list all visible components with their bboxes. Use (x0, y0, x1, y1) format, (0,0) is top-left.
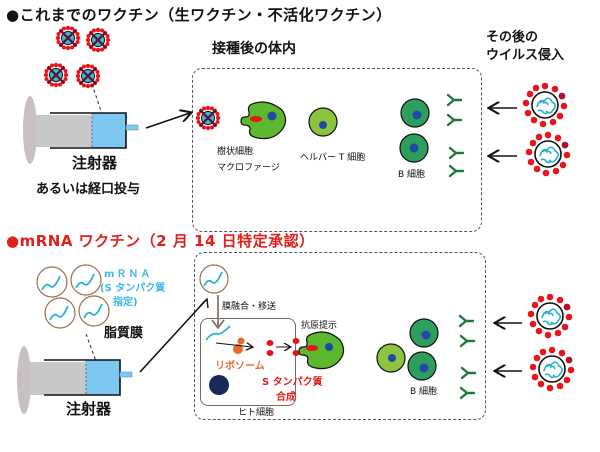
virus-entry-label-2: ウイルス侵入 (486, 48, 565, 63)
inactivated-virus-icon (54, 24, 82, 52)
helper-t-cell-label: ヘルパー T 細胞 (300, 153, 366, 163)
b-cell-icon (399, 98, 430, 163)
body-heading: 接種後の体内 (212, 41, 296, 57)
virus-entry-label-1: その後の (486, 30, 539, 45)
injector-label-top: 注射器 (72, 154, 118, 172)
coronavirus-icon (528, 345, 576, 393)
ribosome-label: リボソーム (215, 361, 265, 372)
body-interior-box-bottom (194, 252, 486, 420)
helper-t-cell-icon (376, 343, 406, 373)
antibody-icon (458, 314, 475, 328)
b-cell-label-bottom: B 細胞 (410, 387, 438, 397)
coronavirus-icon (526, 292, 574, 340)
lipid-nanoparticle-icon (199, 264, 229, 294)
antibody-icon (446, 93, 463, 107)
antibody-icon (448, 164, 465, 178)
macrophage-label: マクロファージ (217, 163, 280, 173)
body-interior-box-top (192, 68, 482, 232)
dendritic-cell-label: 樹状細胞 (217, 147, 254, 157)
inactivated-virus-icon (194, 104, 222, 132)
mrna-spec-label-1: (S タンパク質 (100, 283, 166, 294)
membrane-fusion-label: 膜融合・移送 (222, 302, 277, 312)
antigen-presentation-label: 抗原提示 (301, 321, 338, 331)
inactivated-virus-icon (74, 62, 102, 90)
antibody-icon (446, 113, 463, 127)
coronavirus-icon (521, 81, 569, 129)
inactivated-virus-icon (42, 61, 70, 89)
ribosome-icon (233, 337, 245, 354)
mrna-spec-label-2: 指定) (113, 297, 138, 308)
syringe-icon-bottom (17, 346, 133, 414)
lipid-membrane-label: 脂質膜 (104, 326, 144, 341)
lipid-nanoparticle-icon (36, 264, 110, 329)
antigen-presenting-cell-icon (298, 331, 345, 370)
s-protein-label-2: 合成 (276, 392, 296, 403)
coronavirus-icon (524, 130, 572, 178)
antibody-icon (459, 334, 476, 348)
mrna-label: mＲＮＡ (104, 269, 153, 280)
oral-route-label: あるいは経口投与 (36, 182, 141, 197)
antibody-icon (460, 366, 477, 380)
inactivated-virus-icon (84, 26, 112, 54)
s-protein-label-1: S タンパク質 (262, 377, 323, 388)
b-cell-icon (407, 318, 439, 381)
dendritic-cell-icon (240, 101, 287, 140)
human-cell-label: ヒト細胞 (238, 408, 275, 418)
mrna-vaccine-title: ●mRNA ワクチン（2 月 14 日特定承認） (6, 232, 315, 250)
antibody-icon (448, 146, 465, 160)
injector-label-bottom: 注射器 (66, 400, 112, 418)
human-cell-box (200, 318, 296, 406)
mrna-strand-icon (205, 325, 231, 341)
syringe-icon-top (23, 96, 139, 164)
spike-protein-icon (266, 338, 300, 356)
conventional-vaccine-title: ●これまでのワクチン（生ワクチン・不活化ワクチン） (6, 6, 392, 24)
nucleus-icon (209, 375, 229, 395)
antibody-icon (459, 386, 476, 400)
b-cell-label-top: B 細胞 (398, 170, 426, 180)
helper-t-cell-icon (308, 107, 338, 137)
